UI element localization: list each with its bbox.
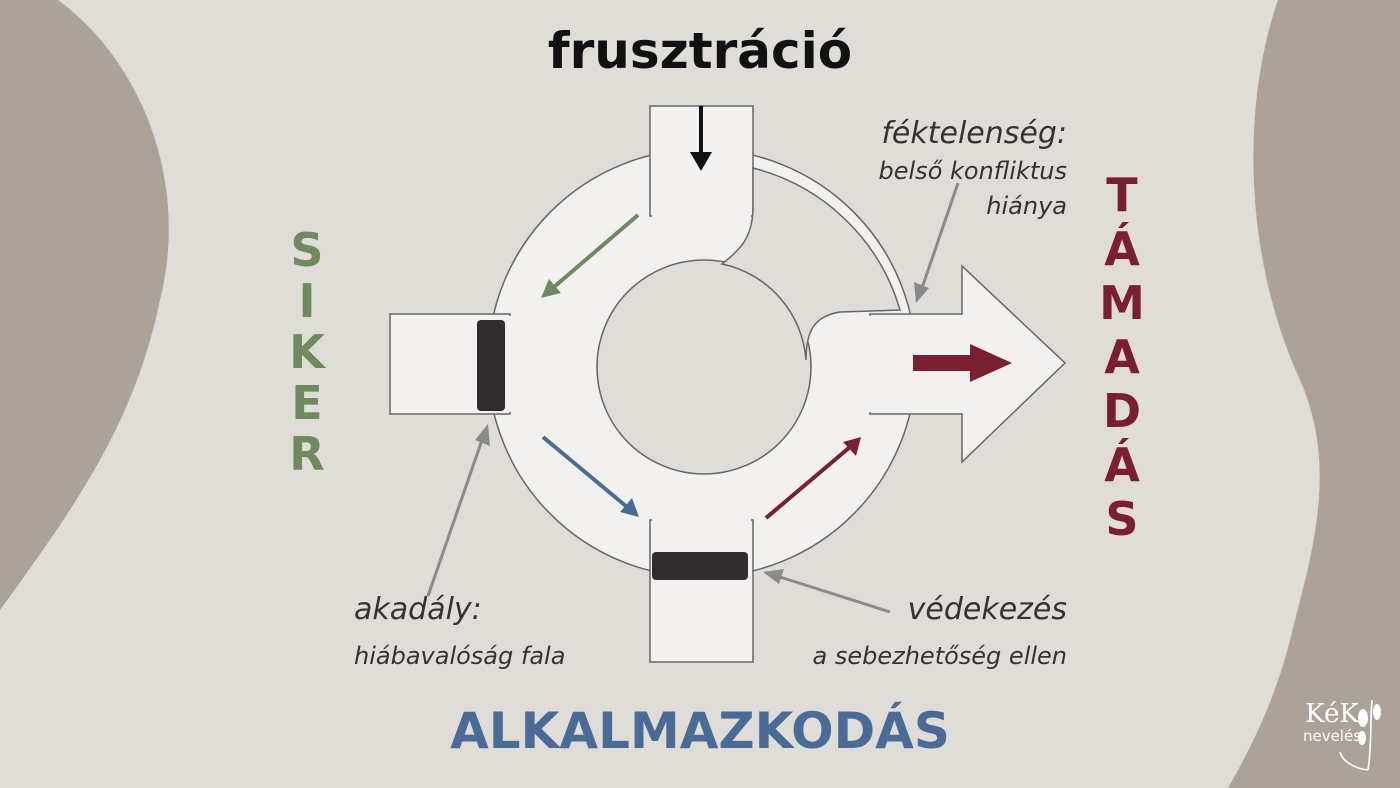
success-letter: I — [298, 274, 316, 328]
adaptation-arrow — [541, 435, 639, 517]
success-letter: R — [289, 427, 325, 481]
right-background-blob — [1228, 0, 1400, 788]
note-defense-title: védekezés — [907, 592, 1067, 627]
aggression-arrow-small — [764, 437, 861, 520]
frustration-arrow — [690, 106, 712, 171]
attack-letter: T — [1106, 168, 1138, 222]
success-label: S I K E R — [277, 225, 337, 480]
road-bottom — [649, 519, 754, 663]
obstacle-wall-left — [477, 320, 505, 411]
logo-sprig-icon — [1339, 699, 1381, 771]
frustration-title: frusztráció — [547, 22, 853, 80]
success-arrow — [541, 213, 640, 298]
logo-line2: nevelés — [1302, 727, 1362, 745]
bypass-lane — [720, 167, 901, 361]
left-background-blob — [0, 0, 169, 610]
central-island — [596, 259, 812, 475]
success-letter: E — [291, 376, 323, 430]
success-letter: S — [290, 223, 324, 277]
note-unbridled-line3: hiánya — [986, 192, 1067, 220]
attack-letter: D — [1102, 384, 1142, 438]
note-obstacle-title: akadály: — [354, 592, 482, 627]
note-unbridled-line2: belső konfliktus — [878, 157, 1067, 185]
note-defense-line2: a sebezhetőség ellen — [812, 642, 1067, 670]
brand-logo: KéK nevelés — [1284, 700, 1380, 744]
note-obstacle-line2: hiábavalóság fala — [354, 642, 566, 670]
aggression-arrow-big — [913, 344, 1012, 382]
attack-label: T Á M A D Á S — [1092, 168, 1152, 546]
attack-letter: A — [1104, 330, 1140, 384]
attack-letter: Á — [1104, 222, 1140, 276]
success-letter: K — [289, 325, 325, 379]
logo-line1: KéK — [1305, 699, 1359, 729]
adaptation-label: ALKALMAZKODÁS — [450, 702, 950, 760]
note-unbridled-title: féktelenség: — [881, 116, 1067, 151]
pointer-unbridled — [914, 182, 960, 303]
pointer-obstacle — [426, 424, 490, 597]
pointer-defense — [763, 569, 891, 614]
defense-wall-bottom — [652, 552, 748, 580]
attack-letter: Á — [1104, 438, 1140, 492]
attack-letter: M — [1099, 276, 1145, 330]
attack-letter: S — [1105, 492, 1139, 546]
